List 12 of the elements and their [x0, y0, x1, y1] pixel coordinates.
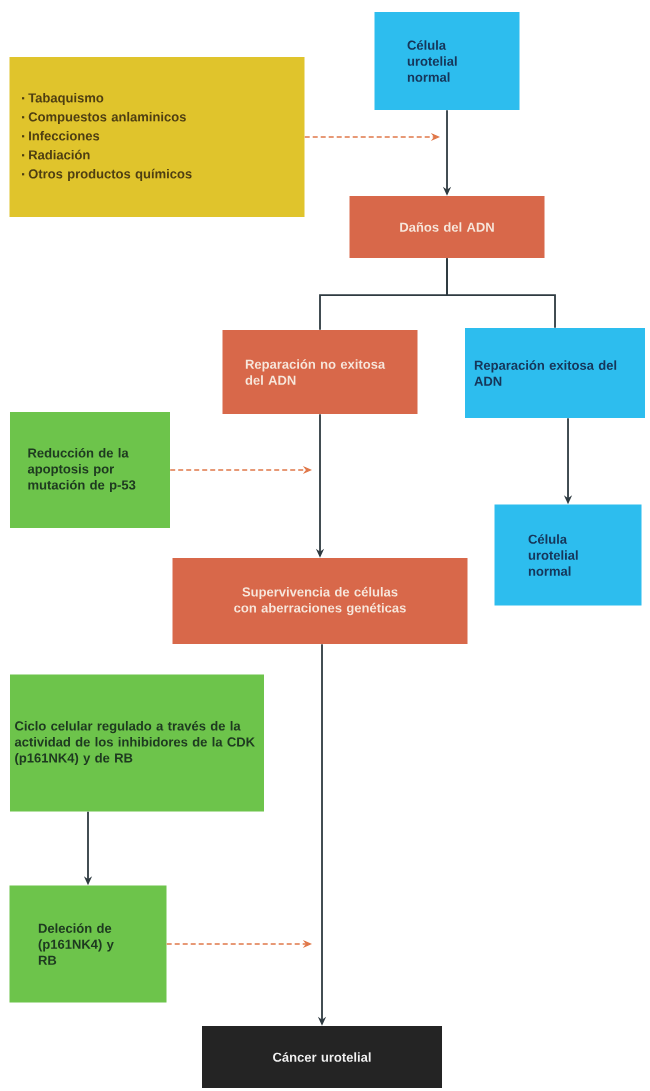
factor-box: Ciclo celular regulado a través de la actividad de los inhibidores de la CDK (p161NK4) y de RB: [10, 674, 264, 812]
risk-factor-box: Tabaquismo Compuestos anlaminicos Infecciones Radiación Otros productos químicos: [9, 57, 305, 217]
outcome-box: Cáncer urotelial: [202, 1026, 442, 1088]
cell-box: Célula urotelial normal: [494, 504, 642, 606]
factor-box: Deleción de (p161NK4) y RB: [9, 885, 167, 1003]
process-box: Reparación no exitosa del ADN: [222, 330, 418, 414]
factor-box: Reducción de la apoptosis por mutación de p-53: [10, 412, 170, 528]
process-box: Daños del ADN: [349, 196, 545, 258]
connector-line: [446, 257, 556, 329]
process-box: Supervivencia de células con aberraciones genéticas: [172, 558, 468, 644]
cell-box: Reparación exitosa del ADN: [465, 328, 645, 418]
cell-box: Célula urotelial normal: [374, 12, 520, 110]
